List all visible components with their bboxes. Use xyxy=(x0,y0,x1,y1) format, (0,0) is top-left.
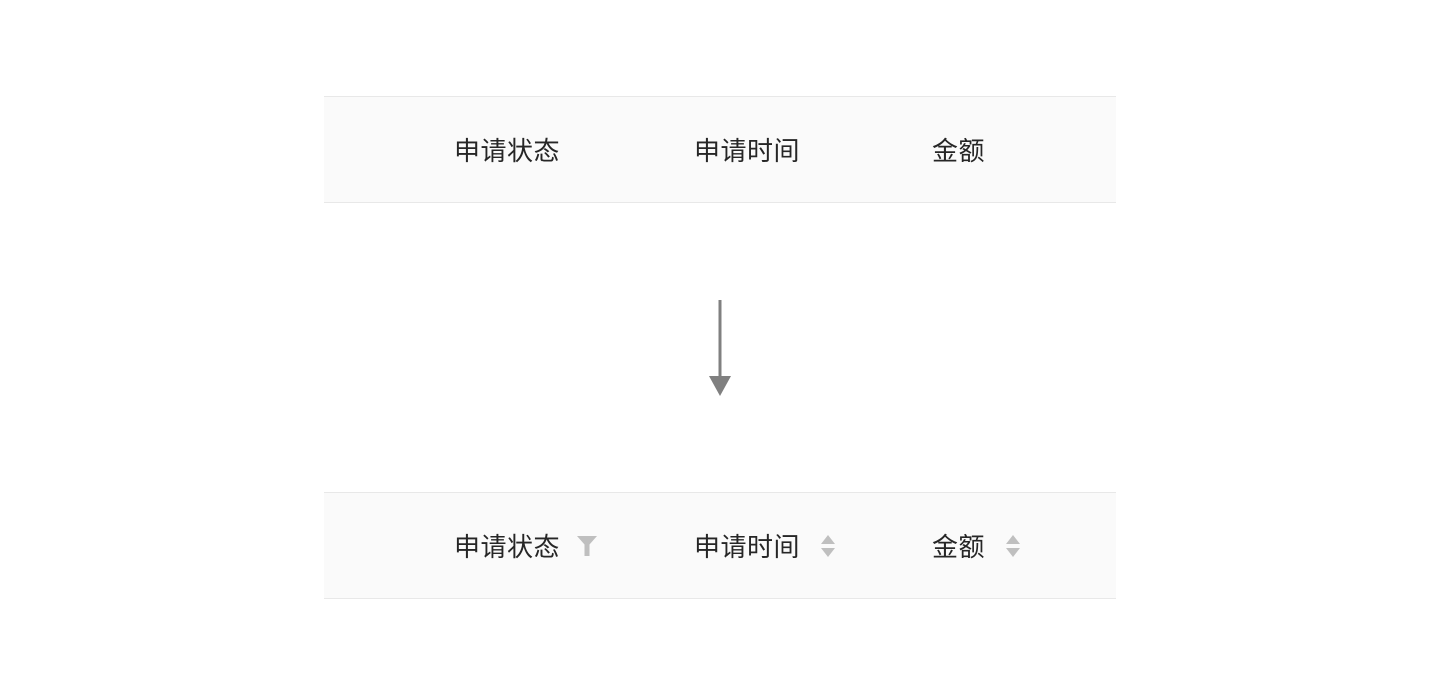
column-header-time[interactable]: 申请时间 xyxy=(694,493,836,598)
sorter-icon[interactable] xyxy=(820,534,836,558)
column-header-time: 申请时间 xyxy=(694,97,800,202)
column-header-amount: 金额 xyxy=(932,97,985,202)
column-label: 申请时间 xyxy=(694,137,801,167)
arrow-down-icon xyxy=(708,300,732,396)
column-header-amount[interactable]: 金额 xyxy=(932,493,1021,598)
table-header-after: 申请状态 申请时间 金额 xyxy=(324,492,1116,599)
table-header-before: 申请状态 申请时间 金额 xyxy=(324,96,1116,203)
column-header-status: 申请状态 xyxy=(454,97,560,202)
column-label: 金额 xyxy=(932,137,986,167)
column-label: 申请状态 xyxy=(454,137,561,167)
column-label: 金额 xyxy=(932,533,986,563)
column-label: 申请时间 xyxy=(694,533,801,563)
column-header-status[interactable]: 申请状态 xyxy=(454,493,598,598)
column-label: 申请状态 xyxy=(454,533,561,563)
sorter-icon[interactable] xyxy=(1005,534,1021,558)
filter-icon[interactable] xyxy=(576,535,598,557)
